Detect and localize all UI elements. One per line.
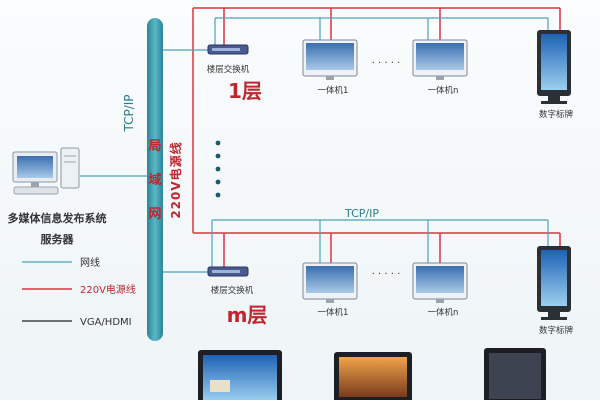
backbone-tcpip-label: TCP/IP (122, 94, 136, 132)
lan-label-char-3: 网 (148, 207, 161, 222)
legend-power-label: 220V电源线 (80, 283, 136, 296)
lan-label-char-1: 局 (148, 139, 161, 154)
network-wiring (22, 17, 549, 273)
floor-label: 1层 (228, 79, 262, 103)
pcn-label: 一体机n (428, 307, 459, 318)
pc1-label: 一体机1 (318, 85, 349, 96)
floor-switch-label: 楼层交换机 (211, 285, 254, 296)
floor-1: 楼层交换机 1层 一体机1 · · · · · 一体机n 数字标牌 (207, 30, 574, 120)
digital-signage-kiosk-icon (537, 30, 571, 104)
floor-m: TCP/IP 楼层交换机 m层 一体机1 · · · · · 一体机n 数字标牌 (207, 207, 574, 336)
legend-vga-label: VGA/HDMI (80, 317, 132, 328)
kiosk-label: 数字标牌 (539, 325, 574, 336)
lan-label-char-2: 域 (148, 172, 161, 188)
floor-continuation-dots (215, 140, 221, 198)
legend-network-label: 网线 (80, 256, 100, 269)
floor-switch-label: 楼层交换机 (207, 64, 250, 75)
power-line-label: 220V电源线 (168, 141, 183, 218)
lan-backbone-bar (147, 18, 163, 341)
server-computer (12, 147, 80, 195)
digital-signage-kiosk-icon (537, 246, 571, 320)
pc-ellipsis: · · · · · (372, 269, 401, 280)
display-screen-icon (334, 352, 412, 402)
all-in-one-pc-icon (412, 262, 468, 303)
floor-switch-icon (207, 44, 249, 55)
pcn-label: 一体机n (428, 85, 459, 96)
floor-label: m层 (227, 303, 268, 327)
kiosk-label: 数字标牌 (539, 109, 574, 120)
all-in-one-pc-icon (302, 39, 358, 80)
pc1-label: 一体机1 (318, 307, 349, 318)
floor-tcpip-label: TCP/IP (344, 207, 379, 220)
display-screen-icon (198, 350, 282, 404)
floor-switch-icon (207, 266, 249, 277)
display-screen-icon (484, 348, 546, 404)
server-label-line2: 服务器 (41, 232, 75, 246)
all-in-one-pc-icon (302, 262, 358, 303)
all-in-one-pc-icon (412, 39, 468, 80)
pc-ellipsis: · · · · · (372, 58, 401, 69)
power-wiring (22, 7, 561, 290)
server-label-line1: 多媒体信息发布系统 (8, 211, 107, 225)
